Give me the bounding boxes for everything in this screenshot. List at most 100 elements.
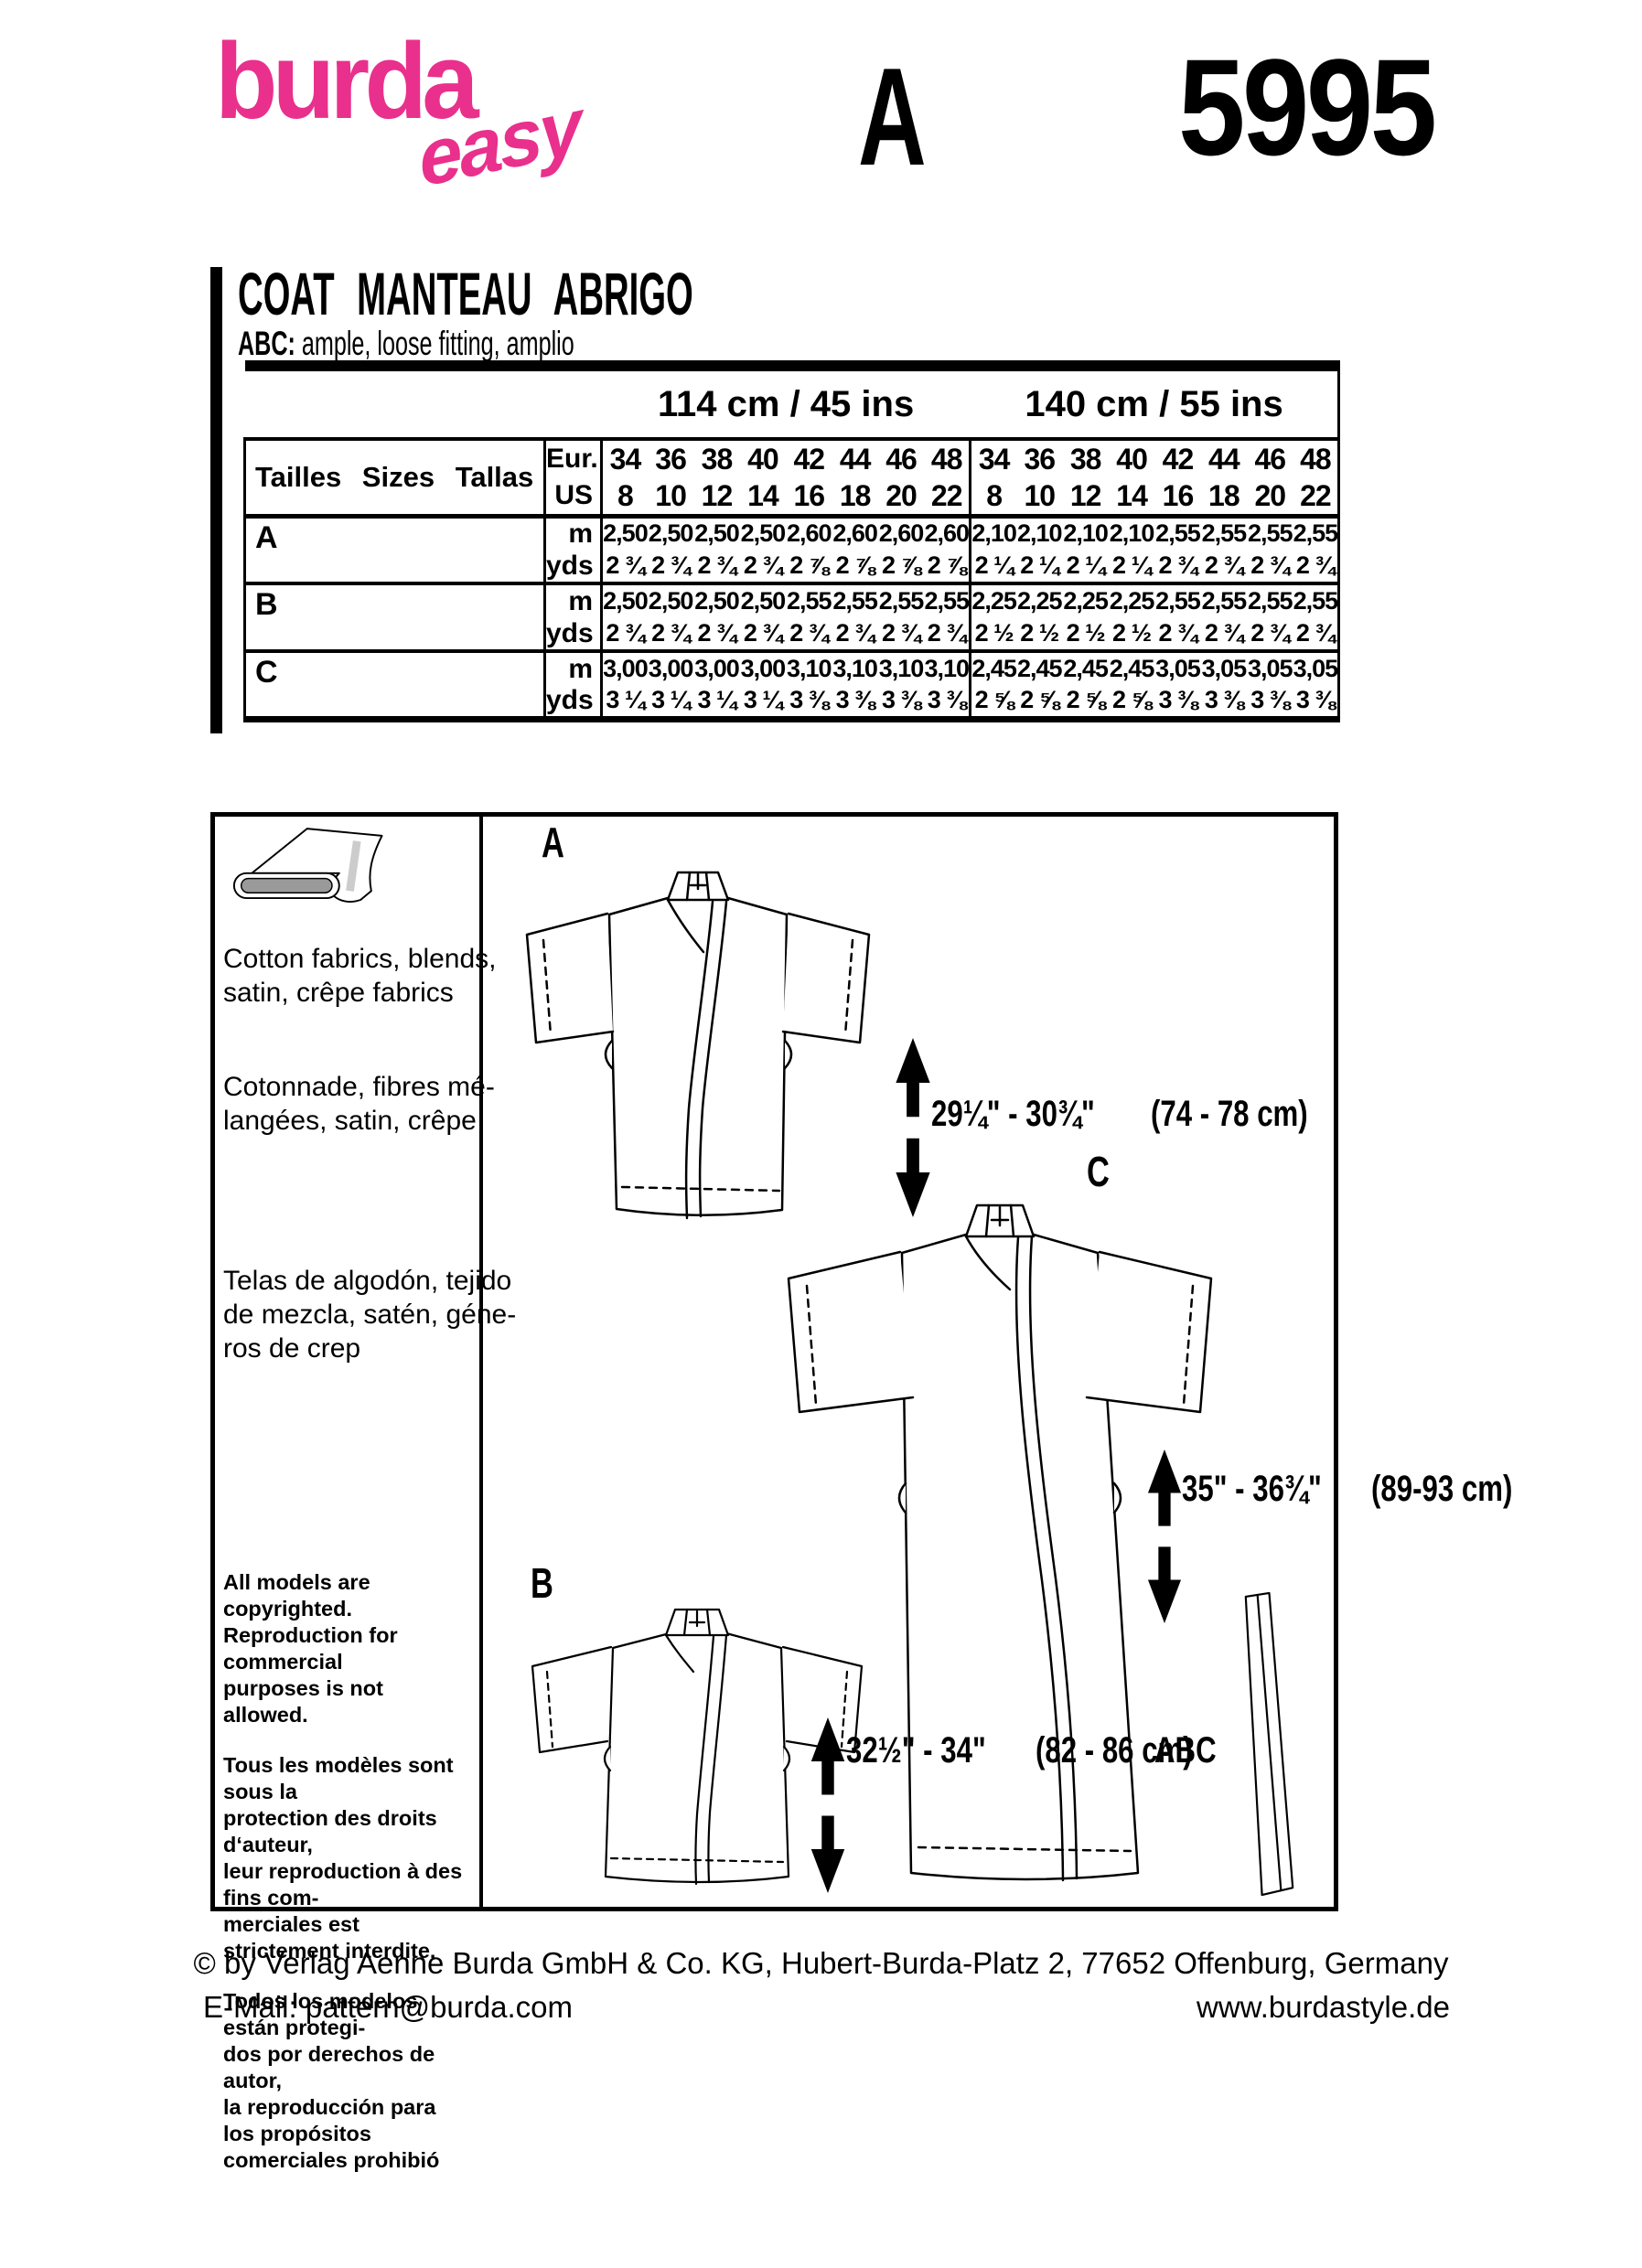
table-cell: 3,05 <box>1155 655 1201 682</box>
table-cell: 2,50 <box>648 587 694 615</box>
table-cell: 3,10 <box>786 655 832 682</box>
table-cell: 2,45 <box>1063 655 1109 682</box>
width-header-114: 114 cm / 45 ins <box>601 366 971 441</box>
table-cell: 2,10 <box>1017 519 1063 548</box>
row-letter-b: B <box>243 583 545 653</box>
table-cell: 2 ¾ <box>739 617 787 653</box>
page-title: COAT MANTEAU ABRIGO <box>238 260 693 327</box>
table-cell: 16 <box>786 477 832 519</box>
view-label-abc: ABC <box>1154 1730 1217 1771</box>
table-cell: 14 <box>739 477 787 519</box>
table-cell: 38 <box>1069 443 1102 476</box>
coat-c-drawing <box>787 1204 1213 1882</box>
copyright-fr: Tous les modèles sont sous la protection… <box>223 1753 463 1963</box>
table-cell: 2 ¾ <box>1247 550 1293 585</box>
table-cell: 2,55 <box>1247 519 1293 548</box>
table-cell: 3 ¼ <box>599 685 648 719</box>
table-cell: 2,55 <box>924 587 970 615</box>
view-label-c: C <box>1087 1148 1110 1195</box>
table-cell: 22 <box>924 477 971 519</box>
table-cell: 2,50 <box>740 587 787 615</box>
table-cell: 10 <box>647 477 694 519</box>
table-cell: 2,10 <box>1109 519 1155 548</box>
table-cell: 2,45 <box>1017 655 1063 682</box>
table-cell: 2 ⅞ <box>877 550 925 585</box>
fabric-note-es: Telas de algodón, tejido de mezcla, saté… <box>223 1266 517 1364</box>
table-cell: 2,55 <box>786 587 832 615</box>
table-cell: 3,05 <box>1201 655 1248 682</box>
table-cell: 2 ⅞ <box>924 550 971 585</box>
table-cell: 2 ¾ <box>647 550 694 585</box>
m-label: m <box>543 516 602 550</box>
table-cell: 2,60 <box>924 519 970 548</box>
table-cell: 3,10 <box>924 655 970 682</box>
table-cell: 46 <box>885 443 918 476</box>
table-cell: 2 ⅝ <box>1112 686 1152 714</box>
m-label: m <box>543 583 602 617</box>
title-accent-bar <box>210 267 222 733</box>
table-cell: 2 ¼ <box>1016 550 1063 585</box>
sizes-label: Tailles Sizes Tallas <box>243 439 545 519</box>
table-cell: 3,00 <box>648 655 694 682</box>
table-cell: 40 <box>1116 443 1148 476</box>
table-cell: 48 <box>1300 443 1332 476</box>
measure-a-inches: 29¼" - 30¾" <box>931 1094 1095 1134</box>
table-cell: 34 <box>599 439 648 477</box>
table-cell: 2 ¾ <box>1293 550 1339 585</box>
footer-copyright: © by Verlag Aenne Burda GmbH & Co. KG, H… <box>193 1946 1449 1980</box>
table-cell: 2,60 <box>878 519 925 548</box>
table-cell: 10 <box>1016 477 1063 519</box>
table-cell: 36 <box>655 443 687 476</box>
table-cell: 3,00 <box>694 655 740 682</box>
coat-b-drawing <box>531 1608 864 1886</box>
table-cell: 3 ¼ <box>697 686 736 714</box>
measure-a-cm: (74 - 78 cm) <box>1151 1094 1308 1134</box>
table-cell: 2,25 <box>1063 587 1109 615</box>
table-cell: 2,10 <box>969 516 1017 550</box>
fabric-note-en: Cotton fabrics, blends, satin, crêpe fab… <box>223 944 497 1008</box>
table-cell: 2,25 <box>969 583 1017 617</box>
copyright-en: All models are copyrighted. Reproduction… <box>223 1570 398 1727</box>
table-cell: 8 <box>599 477 648 519</box>
table-cell: 42 <box>793 443 825 476</box>
table-cell: 2,55 <box>878 587 925 615</box>
table-cell: 2 ¼ <box>969 550 1017 585</box>
table-cell: 2 ¾ <box>647 617 694 653</box>
measure-c-text: 35" - 36¾" (89-93 cm) <box>1182 1469 1552 1510</box>
table-cell: 2,45 <box>969 651 1017 685</box>
table-cell: 3 ⅜ <box>1204 686 1244 714</box>
table-cell: 2 ⅞ <box>832 550 878 585</box>
table-cell: 2 ¼ <box>1062 550 1109 585</box>
table-cell: 22 <box>1293 477 1339 519</box>
views-label: ABC: <box>238 325 295 362</box>
views-description: ample, loose fitting, amplio <box>301 325 574 362</box>
table-cell: 2 ½ <box>1016 617 1063 653</box>
table-cell: 3,00 <box>599 651 649 685</box>
table-cell: 2 ¾ <box>1154 550 1201 585</box>
measure-b-text: 32½" - 34" (82 - 86 cm) <box>846 1730 1237 1771</box>
table-cell: 3 ⅜ <box>835 686 875 714</box>
fabric-bolt-icon <box>232 828 383 903</box>
table-cell: 2,50 <box>740 519 787 548</box>
measure-arrow-c-icon <box>1147 1450 1182 1623</box>
row-letter-a: A <box>243 516 545 585</box>
table-cell: 18 <box>832 477 878 519</box>
table-cell: 12 <box>693 477 740 519</box>
table-cell: 2,55 <box>1201 587 1248 615</box>
width-header-140: 140 cm / 55 ins <box>970 366 1339 441</box>
table-cell: 48 <box>930 443 963 476</box>
footer-email: E-Mail: pattern@burda.com <box>203 1990 573 2024</box>
table-cell: 3 ⅜ <box>789 686 829 714</box>
table-cell: 20 <box>1247 477 1293 519</box>
measure-arrow-b-icon <box>810 1717 845 1893</box>
table-cell: 2 ¾ <box>693 617 740 653</box>
pattern-number: 5995 <box>1178 30 1437 184</box>
table-cell: 14 <box>1108 477 1155 519</box>
table-cell: 36 <box>1024 443 1056 476</box>
yds-label: yds <box>543 617 602 653</box>
row-letter-c: C <box>243 651 545 719</box>
